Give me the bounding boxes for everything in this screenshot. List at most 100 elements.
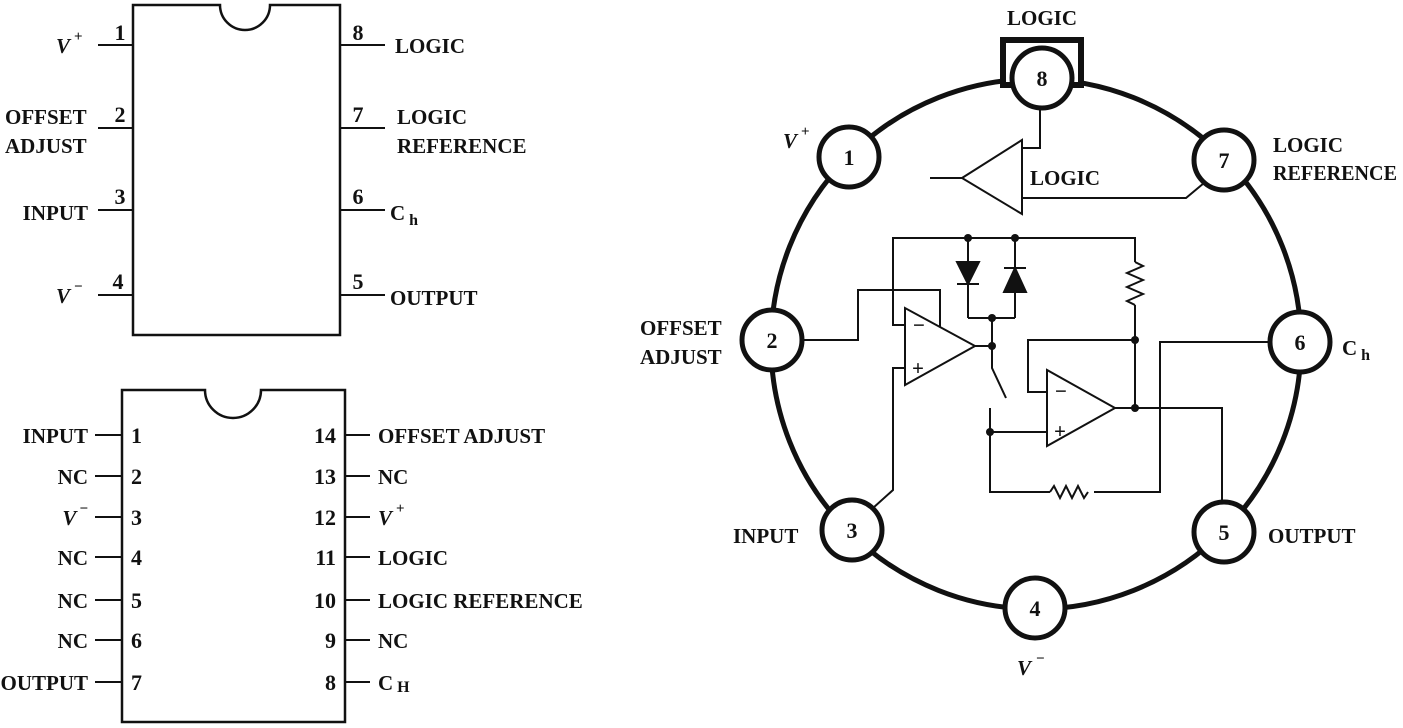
output-opamp-triangle: [1046, 368, 1118, 448]
can-pin-8: [1009, 45, 1075, 111]
internal-circuit: LOGIC − + − +: [802, 108, 1270, 509]
dip8-pin-7-label-line2: REFERENCE: [397, 134, 527, 158]
can-pin-2: [739, 307, 805, 373]
dip8-pin-6-label-sub: h: [409, 212, 418, 229]
dip8-pin-4-label-base: V: [56, 284, 72, 308]
dip8-pin-2-label-line1: OFFSET: [5, 105, 87, 129]
dip14-pin-4-label: NC: [58, 546, 88, 570]
junction-dot: [964, 234, 972, 242]
junction-dot: [1131, 404, 1139, 412]
dip14-pin-3-label-sup: −: [79, 501, 88, 517]
pin7-wire: [1022, 182, 1205, 199]
can-tab-label: LOGIC: [1007, 6, 1077, 30]
can-pin-6-number: 6: [1295, 330, 1306, 355]
dip14-pin-6-label: NC: [58, 629, 88, 653]
can-pin-3-number: 3: [847, 518, 858, 543]
dip14-body: [120, 388, 347, 724]
dip14-pin-11-label: LOGIC: [378, 546, 448, 570]
dip8-body: [131, 3, 342, 337]
junction-dot: [988, 342, 996, 350]
can-pin-6: [1267, 309, 1333, 375]
dip14-pin-8-number: 8: [325, 670, 336, 695]
dip8-pin-4-label: V−: [56, 279, 83, 308]
dip8-pin-1-number: 1: [115, 20, 126, 45]
dip8-pin-6-number: 6: [353, 184, 364, 209]
can-pin-1-label-base: V: [783, 129, 799, 153]
dip8-pin-7-number: 7: [353, 102, 364, 127]
dip14-pin-12-label: V+: [378, 501, 405, 530]
dip14-pin-10-number: 10: [314, 588, 336, 613]
diode-right: [1002, 265, 1028, 293]
can-pin-5: [1191, 499, 1257, 565]
dip8-pin-2-label-line2: ADJUST: [5, 134, 87, 158]
dip8-pin-4-label-sup: −: [74, 279, 83, 295]
diode-left: [955, 261, 981, 287]
dip8-pin-2-number: 2: [115, 102, 126, 127]
can-pin-1-label: V+: [783, 124, 810, 153]
dip14-pin-2-label: NC: [58, 465, 88, 489]
pin6-wire: [1094, 341, 1270, 493]
feedback-wire: [892, 237, 1136, 326]
junction-dot: [1131, 336, 1139, 344]
dip8-pin-7-label-line1: LOGIC: [397, 105, 467, 129]
dip14-pin-7-label: OUTPUT: [0, 671, 88, 695]
dip8-pin-8-label: LOGIC: [395, 34, 465, 58]
pin3-wire: [872, 367, 905, 509]
dip8-pin-5-label: OUTPUT: [390, 286, 478, 310]
dip14-pin-13-number: 13: [314, 464, 336, 489]
output-opamp-plus-sign: +: [1054, 419, 1066, 443]
can-pin-2-number: 2: [767, 328, 778, 353]
dip14-pin-1-number: 1: [131, 423, 142, 448]
can-pin-7: [1191, 127, 1257, 193]
can-pin-2-label-line1: OFFSET: [640, 316, 722, 340]
can-pin-6-label-sub: h: [1361, 347, 1370, 364]
dip14-pin-4-number: 4: [131, 545, 142, 570]
can-pin-5-label: OUTPUT: [1268, 524, 1356, 548]
pin5-wire: [1115, 407, 1223, 502]
logic-buffer-label: LOGIC: [1030, 166, 1100, 190]
junction-dot: [986, 428, 994, 436]
dip14-pin-3-label: V−: [62, 501, 88, 530]
junction-dot: [988, 314, 996, 322]
dip14-pin-9-label: NC: [378, 629, 408, 653]
dip14-pin-10-label: LOGIC REFERENCE: [378, 589, 583, 613]
can-pin-8-number: 8: [1037, 66, 1048, 91]
dip14-pin-3-label-base: V: [62, 506, 78, 530]
dip8-pin-8-number: 8: [353, 20, 364, 45]
junction-dot: [1011, 234, 1019, 242]
can-pin-4-label: V−: [1017, 651, 1045, 680]
can-pin-4-label-sup: −: [1036, 651, 1045, 667]
dip8-pin-3-label: INPUT: [23, 201, 88, 225]
dip14-pin-14-label: OFFSET ADJUST: [378, 424, 545, 448]
dip14-pin-3-number: 3: [131, 505, 142, 530]
logic-buffer-triangle: [960, 138, 1023, 216]
can-pin-7-label-line2: REFERENCE: [1273, 161, 1397, 185]
dip14-pin-2-number: 2: [131, 464, 142, 489]
can-package: LOGIC − + − +: [640, 6, 1397, 680]
can-pin-4-label-base: V: [1017, 656, 1033, 680]
feedback-resistor: [1124, 261, 1146, 306]
switch-contact-wire: [989, 408, 1050, 493]
input-opamp-plus-sign: +: [912, 356, 924, 380]
dip14-pin-13-label: NC: [378, 465, 408, 489]
dip14-pin-6-number: 6: [131, 628, 142, 653]
can-pin-7-number: 7: [1219, 148, 1230, 173]
dip8-pin-4-number: 4: [113, 269, 124, 294]
can-pin-1-label-sup: +: [801, 124, 810, 140]
can-pin-4-number: 4: [1030, 596, 1041, 621]
dip14-pin-5-number: 5: [131, 588, 142, 613]
dip14-pin-7-number: 7: [131, 670, 142, 695]
can-pin-3-label: INPUT: [733, 524, 798, 548]
dip14-pin-9-number: 9: [325, 628, 336, 653]
dip14-pin-12-label-base: V: [378, 506, 394, 530]
can-pin-1: [816, 124, 882, 190]
dip8-pin-1-label-sup: +: [74, 29, 83, 45]
dip8-pin-1-label-base: V: [56, 34, 72, 58]
switch-blade: [991, 346, 1007, 399]
dip14-pin-12-number: 12: [314, 505, 336, 530]
output-opamp-minus-wire: [1027, 339, 1135, 393]
dip14-pin-11-number: 11: [315, 545, 336, 570]
